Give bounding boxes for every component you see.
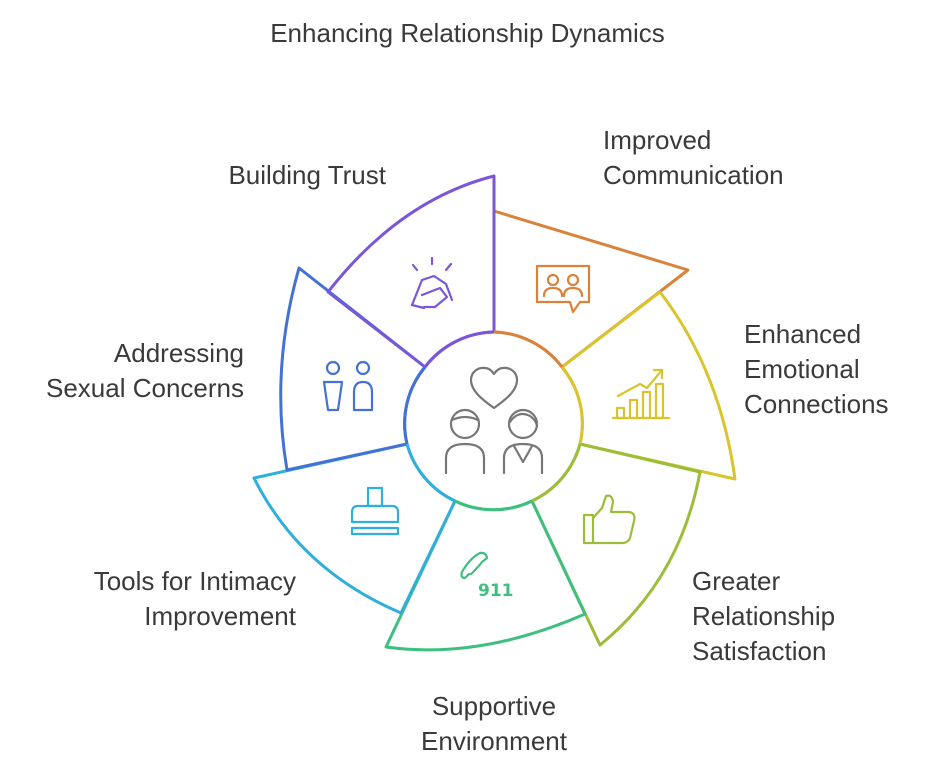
label-addressing-sexual-concerns: Addressing Sexual Concerns xyxy=(14,336,244,406)
label-line: Connections xyxy=(744,389,889,419)
label-improved-communication: Improved Communication xyxy=(603,123,784,193)
label-line: Environment xyxy=(421,726,567,756)
label-greater-relationship-satisfaction: Greater Relationship Satisfaction xyxy=(692,564,835,669)
label-tools-for-intimacy-improvement: Tools for Intimacy Improvement xyxy=(36,564,296,634)
label-line: Supportive xyxy=(431,691,557,721)
label-line: Emotional xyxy=(744,354,860,384)
handshake-icon xyxy=(410,256,454,310)
label-line: Sexual Concerns xyxy=(46,373,244,403)
diagram-title: Enhancing Relationship Dynamics xyxy=(270,18,665,48)
phone-911-text: 911 xyxy=(478,581,514,601)
label-building-trust: Building Trust xyxy=(166,158,386,193)
label-supportive-environment: Supportive Environment xyxy=(394,689,594,759)
restroom-icon xyxy=(322,360,374,412)
label-line: Enhanced xyxy=(744,319,862,349)
segment-building-trust xyxy=(326,174,496,369)
growth-chart-icon xyxy=(611,368,671,420)
conversation-icon xyxy=(535,264,591,314)
thumbs-up-icon xyxy=(582,494,636,545)
stamp-icon xyxy=(350,486,400,536)
segment-sexual-concerns xyxy=(279,266,427,472)
segment-relationship-satisfaction xyxy=(530,442,702,647)
label-line: Improved xyxy=(603,125,712,155)
label-line: Greater xyxy=(692,566,781,596)
label-line: Relationship xyxy=(692,601,836,631)
label-enhanced-emotional-connections: Enhanced Emotional Connections xyxy=(744,317,889,422)
couple-with-heart-icon xyxy=(444,366,544,475)
label-line: Tools for Intimacy xyxy=(93,566,296,596)
label-line: Satisfaction xyxy=(692,636,827,666)
label-line: Addressing xyxy=(113,338,244,368)
label-line: Improvement xyxy=(144,601,296,631)
label-line: Communication xyxy=(603,160,784,190)
segment-supportive-environment xyxy=(384,499,587,652)
phone-911-icon: 911 xyxy=(460,551,514,601)
label-line: Building Trust xyxy=(228,160,386,190)
